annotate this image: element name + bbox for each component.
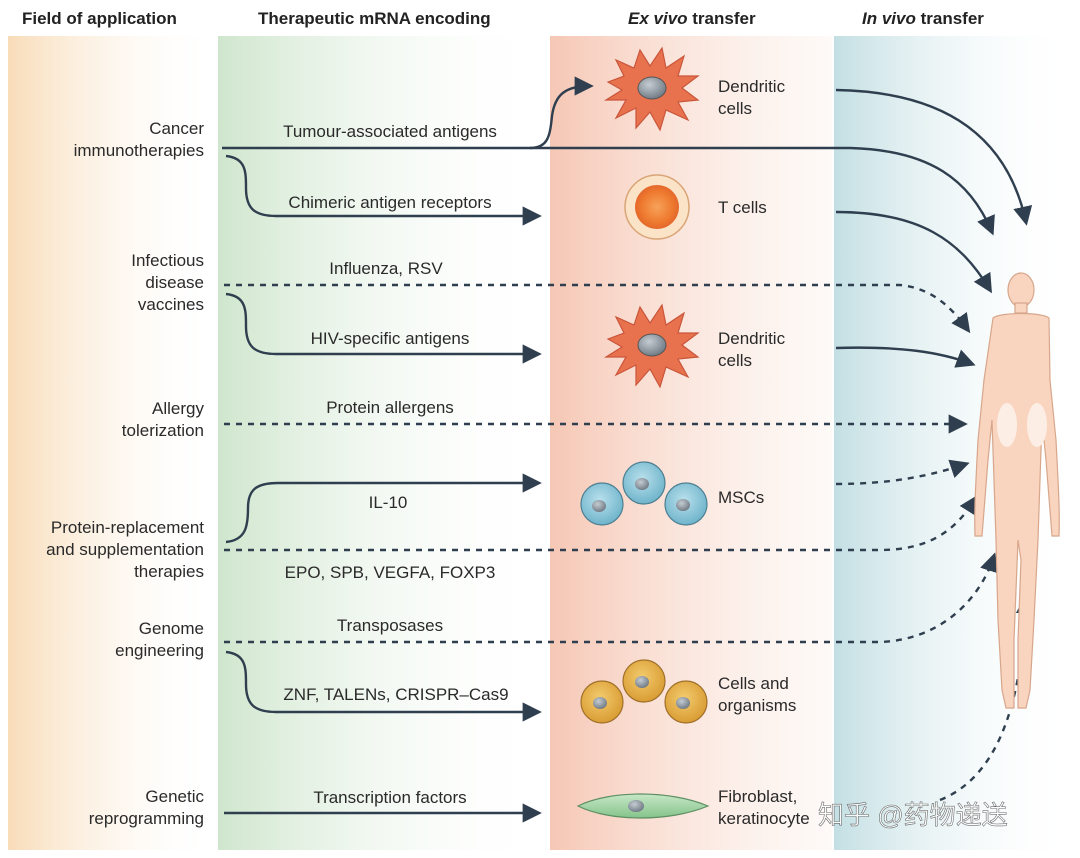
enc-epo: EPO, SPB, VEGFA, FOXP3 <box>285 563 496 582</box>
enc-transcription: Transcription factors <box>313 788 466 807</box>
header-field: Field of application <box>22 9 177 28</box>
field-genome-1: Genome <box>139 619 204 638</box>
arrow-cancer-invivo <box>222 146 995 236</box>
exvivo-band <box>550 36 832 850</box>
arrow-tcell-invivo <box>835 210 992 294</box>
enc-car: Chimeric antigen receptors <box>288 193 491 212</box>
arrow-transposases-invivo <box>224 552 999 644</box>
cell-tcell: T cells <box>718 198 767 217</box>
field-infectious-3: vaccines <box>138 295 204 314</box>
enc-allergens: Protein allergens <box>326 398 454 417</box>
enc-influenza: Influenza, RSV <box>329 259 443 278</box>
cell-dc1-1: Dendritic <box>718 77 786 96</box>
enc-tumour: Tumour-associated antigens <box>283 122 497 141</box>
cell-dc2-1: Dendritic <box>718 329 786 348</box>
arrow-fibro-invivo <box>939 594 1036 802</box>
dendritic-cell-icon <box>603 46 700 132</box>
solid-arrows <box>222 76 1033 823</box>
field-genetic-1: Genetic <box>145 787 204 806</box>
header-exvivo-em: Ex vivo <box>628 9 688 28</box>
cell-dc2-2: cells <box>718 351 752 370</box>
encoding-labels: Tumour-associated antigens Chimeric anti… <box>283 122 509 807</box>
enc-genome-tools: ZNF, TALENs, CRISPR–Cas9 <box>283 685 508 704</box>
header-exvivo-rest: transfer <box>688 9 756 28</box>
mrna-band <box>218 36 548 850</box>
fibroblast-icon <box>576 793 710 819</box>
cell-fibro-1: Fibroblast, <box>718 787 797 806</box>
arrow-hiv-dc <box>225 292 542 364</box>
cell-labels: Dendritic cells T cells Dendritic cells … <box>718 77 810 828</box>
header-invivo: In vivo transfer <box>862 9 984 28</box>
msc-cells-icon <box>580 461 708 526</box>
arrow-genome-cells <box>225 650 542 722</box>
arrow-epo-invivo <box>224 494 979 552</box>
watermark: 知乎 @药物递送 <box>818 800 1008 830</box>
human-body-icon <box>974 272 1060 709</box>
field-allergy-2: tolerization <box>122 421 204 440</box>
field-band <box>8 36 218 850</box>
enc-hiv: HIV-specific antigens <box>311 329 470 348</box>
field-infectious-2: disease <box>145 273 204 292</box>
arrow-car-tcell <box>225 154 542 226</box>
arrow-dc2-invivo <box>835 346 976 368</box>
cell-dc1-2: cells <box>718 99 752 118</box>
header-exvivo: Ex vivo transfer <box>628 9 756 28</box>
cell-organisms-2: organisms <box>718 696 796 715</box>
field-genetic-2: reprogramming <box>89 809 204 828</box>
arrow-tumour-dc <box>529 76 594 150</box>
enc-transposases: Transposases <box>337 616 443 635</box>
header-invivo-em: In vivo <box>862 9 916 28</box>
t-cell-icon <box>624 174 690 240</box>
field-allergy-1: Allergy <box>152 399 204 418</box>
field-genome-2: engineering <box>115 641 204 660</box>
field-cancer-2: immunotherapies <box>74 141 204 160</box>
field-labels: Cancer immunotherapies Infectious diseas… <box>46 119 204 828</box>
cell-msc: MSCs <box>718 488 764 507</box>
enc-il10: IL-10 <box>369 493 408 512</box>
field-cancer-1: Cancer <box>149 119 204 138</box>
cell-organisms-1: Cells and <box>718 674 789 693</box>
arrow-msc-invivo <box>835 459 970 486</box>
arrow-il10-msc <box>225 473 542 544</box>
header-invivo-rest: transfer <box>916 9 984 28</box>
arrow-dc-invivo <box>835 88 1033 226</box>
dendritic-cell-icon <box>603 303 700 389</box>
field-protein-1: Protein-replacement <box>51 518 204 537</box>
organism-cells-icon <box>580 659 708 724</box>
field-infectious-1: Infectious <box>131 251 204 270</box>
arrow-influenza-invivo <box>224 283 971 334</box>
cell-fibro-2: keratinocyte <box>718 809 810 828</box>
dashed-arrows <box>224 283 1036 802</box>
field-protein-3: therapies <box>134 562 204 581</box>
header-mrna: Therapeutic mRNA encoding <box>258 9 491 28</box>
field-protein-2: and supplementation <box>46 540 204 559</box>
